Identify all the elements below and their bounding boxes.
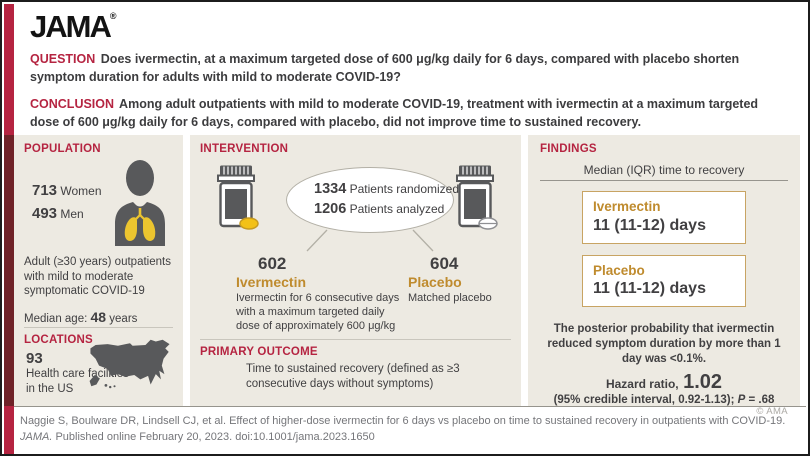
findings-rule xyxy=(540,180,788,181)
us-map-icon xyxy=(89,339,170,389)
intervention-section: INTERVENTION xyxy=(200,143,511,333)
result-name: Placebo xyxy=(593,262,645,278)
citation-journal: JAMA. xyxy=(20,430,53,443)
placebo-arm-count: 604 xyxy=(430,254,459,273)
question-label: QUESTION xyxy=(30,51,96,66)
connector-lines xyxy=(306,229,434,252)
result-name: Ivermectin xyxy=(593,199,661,214)
randomization-graphic: 1334 Patients randomized 1206 Patients a… xyxy=(200,159,511,255)
result-value: 11 (11-12) days xyxy=(593,216,706,234)
hazard-ratio-value: 1.02 xyxy=(683,370,723,393)
population-counts: 713 Women 493 Men xyxy=(32,179,102,226)
conclusion-paragraph: CONCLUSION Among adult outpatients with … xyxy=(30,95,788,131)
page-content: JAMA® QUESTION Does ivermectin, at a max… xyxy=(14,4,806,454)
analyzed-count: 1206 xyxy=(314,201,347,217)
findings-subtitle: Median (IQR) time to recovery xyxy=(583,163,745,177)
patients-bubble: 1334 Patients randomized 1206 Patients a… xyxy=(286,167,459,233)
conclusion-text: Among adult outpatients with mild to mod… xyxy=(30,96,759,129)
women-label: Women xyxy=(60,184,102,198)
posterior-probability-text: The posterior probability that ivermecti… xyxy=(547,323,781,365)
placebo-arm-description: Matched placebo xyxy=(408,292,492,305)
intervention-heading: INTERVENTION xyxy=(200,143,289,155)
p-value: = .68 xyxy=(745,393,775,406)
randomized-count: 1334 xyxy=(314,181,347,198)
panels-band: POPULATION 713 Women 493 Men xyxy=(14,135,806,417)
randomized-line: 1334 Patients randomized xyxy=(314,180,459,200)
jama-logo-text: JAMA xyxy=(30,9,112,44)
men-count: 493 xyxy=(32,205,58,223)
ivermectin-arm-name: Ivermectin xyxy=(236,273,307,290)
median-age-label: Median age: xyxy=(24,313,88,326)
ivermectin-arm-description: Ivermectin for 6 consecutive days with a… xyxy=(236,292,400,333)
primary-outcome-heading: PRIMARY OUTCOME xyxy=(200,346,318,358)
locations-count: 93 xyxy=(26,350,43,367)
result-value: 11 (11-12) days xyxy=(593,280,706,298)
analyzed-line: 1206 Patients analyzed xyxy=(314,200,453,220)
result-box-ivermectin: Ivermectin 11 (11-12) days xyxy=(582,191,746,244)
men-label: Men xyxy=(60,207,84,222)
primary-outcome-section: PRIMARY OUTCOME Time to sustained recove… xyxy=(200,346,511,391)
accent-bar-middle xyxy=(4,135,14,406)
copyright-notice: © AMA xyxy=(756,405,788,417)
population-description: Adult (≥30 years) outpatients with mild … xyxy=(24,256,171,298)
person-lungs-icon xyxy=(115,160,165,246)
credible-interval-line: (95% credible interval, 0.92-1.13); P = … xyxy=(540,394,788,406)
population-figures: 713 Women 493 Men xyxy=(24,159,173,247)
women-count-line: 713 Women xyxy=(32,179,102,202)
accent-bar-top xyxy=(4,4,14,135)
registered-mark: ® xyxy=(109,11,117,21)
ivermectin-arm-count: 602 xyxy=(258,254,287,273)
median-age-unit: years xyxy=(109,313,138,326)
citation-footer: Naggie S, Boulware DR, Lindsell CJ, et a… xyxy=(14,406,806,454)
locations-heading: LOCATIONS xyxy=(24,334,93,346)
primary-outcome-text: Time to sustained recovery (defined as ≥… xyxy=(246,363,460,390)
locations-section: LOCATIONS 93 Health care facilities in t… xyxy=(24,334,173,396)
hazard-ratio-label: Hazard ratio, xyxy=(605,376,679,391)
pill-bottle-icon xyxy=(217,165,259,230)
question-text: Does ivermectin, at a maximum targeted d… xyxy=(30,51,740,84)
median-age-value: 48 xyxy=(90,309,107,326)
question-paragraph: QUESTION Does ivermectin, at a maximum t… xyxy=(30,50,788,86)
jama-logo: JAMA® xyxy=(30,9,788,44)
citation-before: Naggie S, Boulware DR, Lindsell CJ, et a… xyxy=(20,415,786,427)
randomized-label: Patients randomized xyxy=(349,182,460,197)
citation-text: Naggie S, Boulware DR, Lindsell CJ, et a… xyxy=(20,414,790,446)
findings-panel: FINDINGS Median (IQR) time to recovery I… xyxy=(528,135,800,417)
median-age-line: Median age: 48 years xyxy=(24,309,173,325)
men-count-line: 493 Men xyxy=(32,202,102,225)
findings-heading: FINDINGS xyxy=(540,143,597,155)
population-section: POPULATION 713 Women 493 Men xyxy=(24,143,173,325)
placebo-arm: 604 Placebo Matched placebo xyxy=(408,254,511,333)
accent-bar-bottom xyxy=(4,406,14,454)
result-box-placebo: Placebo 11 (11-12) days xyxy=(582,254,746,308)
placebo-arm-name: Placebo xyxy=(408,273,462,290)
section-divider xyxy=(24,327,173,328)
ivermectin-arm: 602 Ivermectin Ivermectin for 6 consecut… xyxy=(236,254,408,333)
pill-bottle-icon xyxy=(456,165,498,230)
women-count: 713 xyxy=(32,182,58,199)
population-heading: POPULATION xyxy=(24,143,101,155)
intervention-panel: INTERVENTION xyxy=(190,135,521,406)
conclusion-label: CONCLUSION xyxy=(30,96,115,111)
trial-arms: 602 Ivermectin Ivermectin for 6 consecut… xyxy=(200,254,511,333)
analyzed-label: Patients analyzed xyxy=(349,202,445,216)
section-divider xyxy=(200,339,511,340)
hazard-ratio-line: Hazard ratio, 1.02 xyxy=(540,371,788,394)
citation-after: Published online February 20, 2023. doi:… xyxy=(52,430,375,443)
p-label: P xyxy=(737,393,746,406)
population-panel: POPULATION 713 Women 493 Men xyxy=(14,135,183,406)
locations-description: Health care facilities in the US xyxy=(26,368,129,395)
credible-interval-text: (95% credible interval, 0.92-1.13); xyxy=(553,393,738,406)
header: JAMA® QUESTION Does ivermectin, at a max… xyxy=(14,4,806,135)
